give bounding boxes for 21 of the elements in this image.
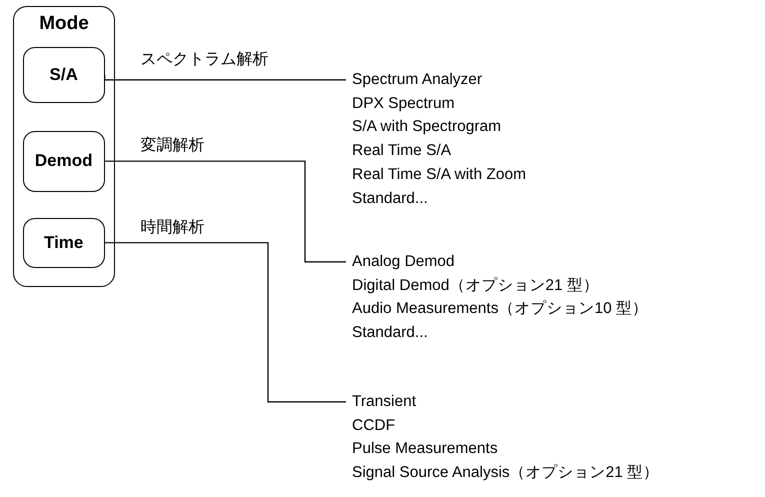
measurement-item: DPX Spectrum [352, 94, 455, 114]
measurement-item: Standard... [352, 323, 428, 344]
measurement-item: Pulse Measurements [352, 439, 498, 460]
measurement-item: S/A with Spectrogram [352, 117, 502, 138]
measurement-item: Transient [352, 392, 416, 412]
measurement-item: Analog Demod [352, 252, 455, 272]
connector-line [104, 242, 346, 402]
measurement-item: Audio Measurements（オプション10 型） [352, 299, 648, 320]
panel-title: Mode [38, 13, 90, 35]
mode-button: Demod [22, 130, 105, 192]
connector-line [104, 160, 346, 262]
mode-button: Time [22, 218, 105, 268]
mode-button: S/A [22, 46, 105, 103]
measurement-item: Standard... [352, 188, 428, 209]
measurement-item: Real Time S/A with Zoom [352, 164, 526, 185]
measurement-item: CCDF [352, 416, 396, 436]
mode-panel [13, 6, 115, 287]
measurement-item: Digital Demod（オプション21 型） [352, 276, 599, 296]
measurement-item: Signal Source Analysis（オプション21 型） [352, 463, 660, 484]
measurement-item: Real Time S/A [352, 141, 452, 162]
measurement-item: Spectrum Analyzer [352, 70, 482, 90]
